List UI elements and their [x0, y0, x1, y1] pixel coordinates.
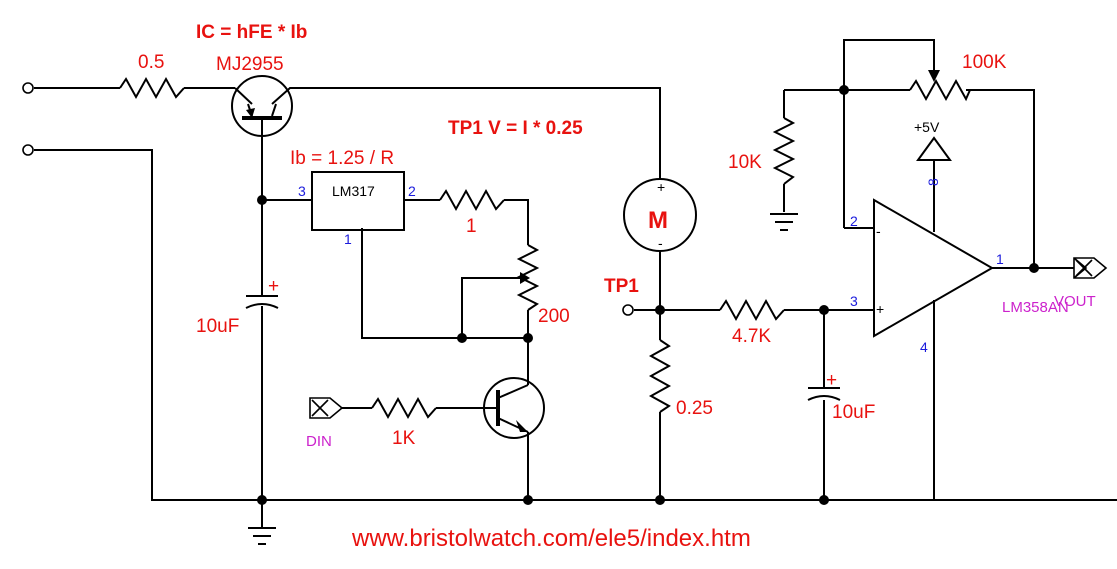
din-label: DIN — [306, 433, 332, 450]
opamp-plus: + — [876, 301, 884, 317]
potentiometer-100k — [909, 62, 971, 102]
resistor-1 — [439, 188, 505, 212]
cap1-label: 10uF — [196, 316, 239, 337]
resistor-10k — [772, 117, 796, 185]
tp1-terminal — [622, 304, 634, 316]
opamp-pin3: 3 — [850, 293, 858, 309]
r-sense-label: 0.5 — [138, 52, 164, 73]
capacitor-10uf-right — [807, 370, 841, 401]
motor-label: M — [648, 207, 668, 234]
input-terminal-top — [22, 82, 34, 94]
motor — [623, 178, 697, 252]
supply-label: +5V — [914, 119, 940, 135]
din-port — [309, 397, 344, 419]
cap2-plus: + — [826, 370, 837, 391]
lm317-pin2: 2 — [408, 183, 416, 199]
opamp-lm358an — [873, 198, 995, 338]
resistor-1k — [371, 396, 437, 420]
footer-url: www.bristolwatch.com/ele5/index.htm — [351, 525, 751, 552]
opamp-minus: - — [876, 223, 881, 239]
lm317-label: LM317 — [332, 183, 375, 199]
transistor-mj2955 — [231, 75, 293, 137]
r-din-label: 1K — [392, 428, 416, 449]
opamp-pin4: 4 — [920, 339, 928, 355]
cap2-label: 10uF — [832, 402, 875, 423]
r-gain-label: 10K — [728, 152, 762, 173]
opamp-pin8: 8 — [925, 178, 941, 186]
lm317-regulator — [311, 171, 405, 231]
motor-minus: - — [658, 235, 663, 251]
capacitor-10uf-left — [245, 295, 279, 309]
opamp-label: LM358AN — [1002, 299, 1069, 316]
resistor-4-7k — [719, 298, 785, 322]
input-terminal-bottom — [22, 144, 34, 156]
ground-main — [248, 500, 276, 545]
wires — [34, 39, 1117, 501]
potentiometer-200 — [506, 244, 540, 311]
r-shunt-label: 0.25 — [676, 398, 713, 419]
motor-plus: + — [657, 179, 665, 195]
vout-port — [1073, 257, 1108, 279]
pot-fb-label: 100K — [962, 52, 1007, 73]
transistor-npn-din — [483, 377, 545, 439]
r-set-label: 1 — [466, 216, 477, 237]
resistor-0-25 — [648, 339, 672, 413]
ib-formula: Ib = 1.25 / R — [290, 148, 394, 169]
vout-label: VOUT — [1054, 293, 1096, 310]
lm317-pin1: 1 — [344, 231, 352, 247]
ic-formula: IC = hFE * Ib — [196, 22, 307, 43]
ground-10k — [770, 213, 798, 231]
opamp-pin2: 2 — [850, 213, 858, 229]
tp1-label: TP1 — [604, 276, 639, 297]
cap1-plus: + — [268, 276, 279, 297]
opamp-pin1: 1 — [996, 251, 1004, 267]
q-power-label: MJ2955 — [216, 54, 284, 75]
r-filter-label: 4.7K — [732, 326, 771, 347]
tp1v-formula: TP1 V = I * 0.25 — [448, 118, 583, 139]
supply-5v-symbol — [916, 136, 952, 161]
lm317-pin3: 3 — [298, 183, 306, 199]
pot-set-label: 200 — [538, 306, 570, 327]
resistor-0-5 — [119, 76, 185, 100]
junction-dots — [257, 85, 1039, 505]
